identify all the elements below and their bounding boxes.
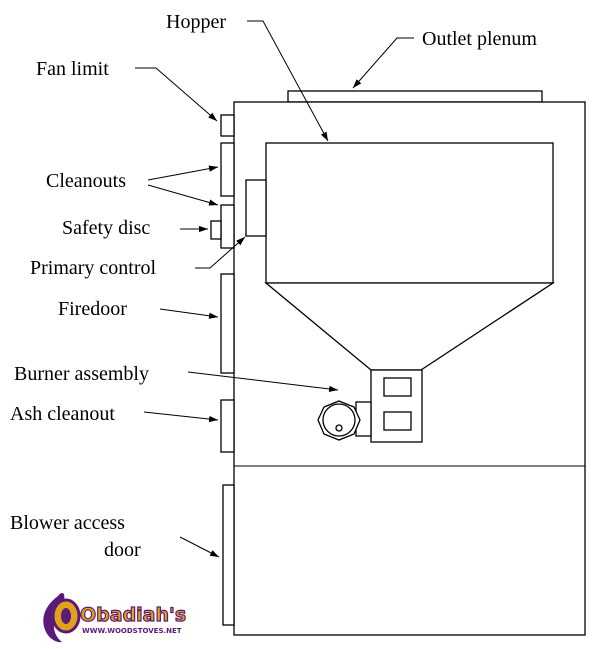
outlet-plenum (287, 90, 543, 103)
label-fan-limit: Fan limit (36, 58, 109, 80)
cleanout-upper (220, 142, 235, 197)
cleanout-lower (220, 204, 235, 249)
label-burner-assembly: Burner assembly (14, 363, 149, 385)
label-blower-access-door-line2: door (104, 539, 141, 561)
label-safety-disc: Safety disc (62, 217, 150, 239)
fan-limit-box (220, 114, 235, 137)
leader-lines (135, 20, 414, 558)
label-outlet-plenum: Outlet plenum (422, 28, 537, 50)
obadiahs-logo: Obadiah's WWW.WOODSTOVES.NET (43, 592, 187, 643)
blower-access-door-panel (222, 484, 235, 626)
safety-disc-box (210, 220, 222, 240)
label-ash-cleanout: Ash cleanout (10, 403, 115, 425)
furnace-body (210, 90, 586, 636)
label-hopper: Hopper (166, 11, 226, 33)
logo-url: WWW.WOODSTOVES.NET (82, 627, 182, 635)
label-firedoor: Firedoor (58, 298, 127, 320)
labels: Hopper Outlet plenum Fan limit Cleanouts… (10, 11, 537, 561)
burner-assembly (317, 369, 423, 443)
label-primary-control: Primary control (30, 257, 157, 279)
ash-cleanout-panel (220, 399, 235, 453)
label-cleanouts: Cleanouts (46, 170, 126, 192)
logo-name: Obadiah's (80, 604, 186, 626)
primary-control-box (245, 179, 267, 237)
firedoor-panel (220, 273, 235, 374)
label-blower-access-door-line1: Blower access (10, 512, 125, 534)
